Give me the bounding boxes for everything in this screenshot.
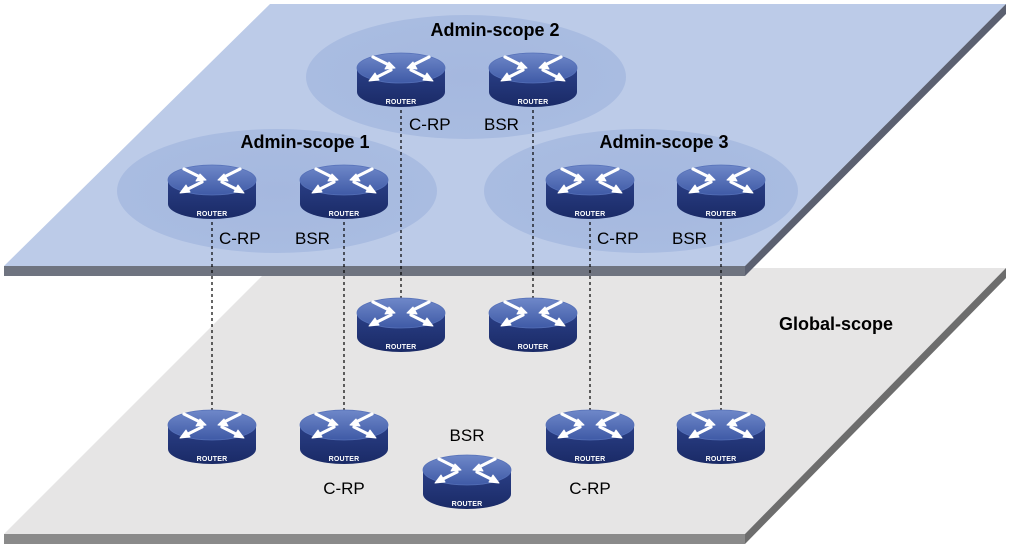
scope1-bsr-label: BSR [295,229,330,248]
router-icon-label: ROUTER [386,99,417,106]
scope1-crp-label: C-RP [219,229,261,248]
router-icon: ROUTER [421,453,513,511]
router-icon: ROUTER [166,163,258,221]
scope3-bsr-label: BSR [672,229,707,248]
router-icon: ROUTER [544,163,636,221]
router-icon: ROUTER [487,51,579,109]
router-icon: ROUTER [298,163,390,221]
admin-scope-2-title: Admin-scope 2 [430,20,559,40]
router-icon: ROUTER [298,408,390,466]
router-icon: ROUTER [166,408,258,466]
scope-links [211,110,722,432]
router-icon: ROUTER [675,163,767,221]
router-icon-label: ROUTER [575,211,606,218]
global-layer [4,268,1006,544]
global-crp-left-label: C-RP [323,479,365,498]
admin-scope-3-title: Admin-scope 3 [599,132,728,152]
router-icon-label: ROUTER [706,211,737,218]
router-icon-label: ROUTER [518,99,549,106]
router-icon-label: ROUTER [518,344,549,351]
global-bsr-label: BSR [450,426,485,445]
router-icon-label: ROUTER [197,211,228,218]
router-icon: ROUTER [675,408,767,466]
router-icon: ROUTER [544,408,636,466]
router-icon: ROUTER [355,51,447,109]
router-icon-label: ROUTER [452,501,483,508]
admin-scope-1-region [117,129,437,253]
admin-scope-1-title: Admin-scope 1 [240,132,369,152]
global-crp-right-label: C-RP [569,479,611,498]
router-icon-label: ROUTER [329,456,360,463]
router-icon-label: ROUTER [329,211,360,218]
router-icon-label: ROUTER [706,456,737,463]
scope3-crp-label: C-RP [597,229,639,248]
router-icon: ROUTER [355,296,447,354]
admin-scope-2-region [306,15,626,139]
admin-scope-3-region [484,129,798,253]
scope2-bsr-label: BSR [484,115,519,134]
scope2-crp-label: C-RP [409,115,451,134]
router-icon-label: ROUTER [575,456,606,463]
router-icon-label: ROUTER [386,344,417,351]
router-icon-label: ROUTER [197,456,228,463]
global-scope-title: Global-scope [779,314,893,334]
router-icon: ROUTER [487,296,579,354]
